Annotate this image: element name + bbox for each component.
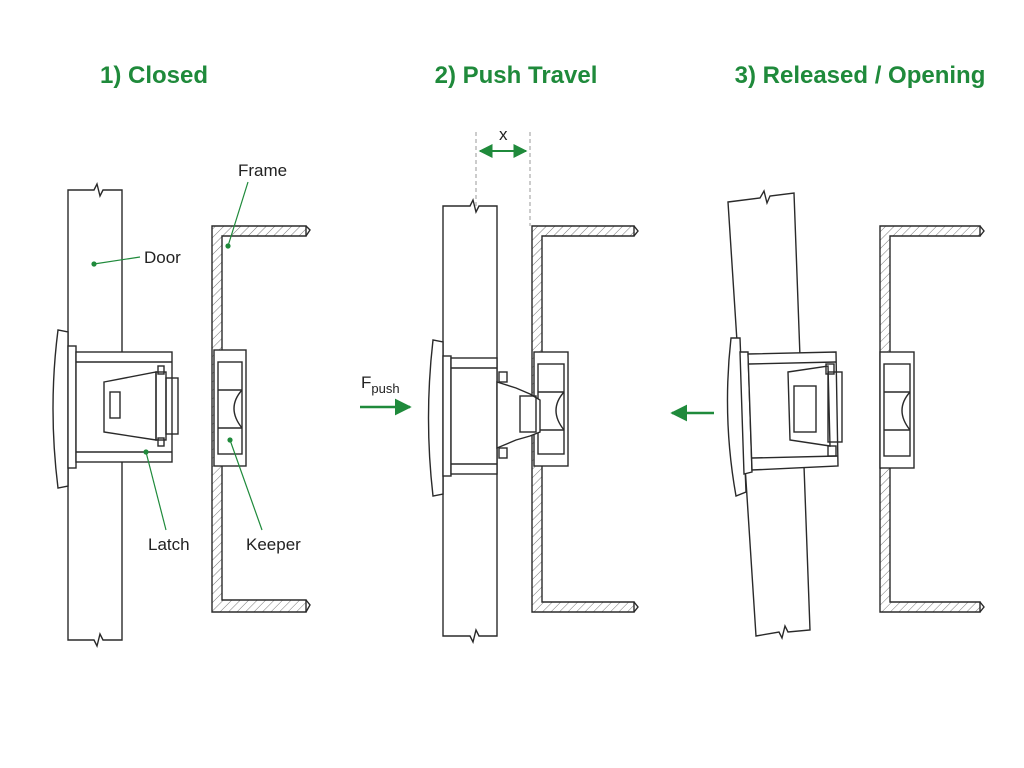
latch-released <box>747 351 843 471</box>
callout-dots <box>91 243 233 455</box>
travel-label: x <box>499 125 508 144</box>
latch-closed <box>75 351 179 463</box>
force-label-sub: push <box>371 381 399 396</box>
force-label-main: F <box>361 373 371 392</box>
panel-title-released-opening: 3) Released / Opening <box>734 62 986 89</box>
travel-dimension <box>475 132 531 226</box>
frame-label: Frame <box>238 161 287 180</box>
latch-label: Latch <box>148 535 190 554</box>
panel-released <box>670 189 985 641</box>
latch-push <box>450 357 541 475</box>
panel-closed <box>52 181 311 649</box>
force-label: Fpush <box>361 373 400 396</box>
keeper-closed <box>213 349 247 467</box>
keeper-released <box>879 351 915 469</box>
panel-title-push-travel: 2) Push Travel <box>434 62 598 89</box>
panel-title-closed: 1) Closed <box>99 62 209 89</box>
door-label: Door <box>144 248 181 267</box>
keeper-label: Keeper <box>246 535 301 554</box>
push-plate-closed <box>52 329 77 489</box>
frame-push <box>531 225 639 613</box>
push-plate-push <box>427 339 452 497</box>
callouts <box>93 181 263 531</box>
panel-push-travel <box>360 132 639 645</box>
frame-released <box>879 225 985 613</box>
frame-closed <box>211 225 311 613</box>
